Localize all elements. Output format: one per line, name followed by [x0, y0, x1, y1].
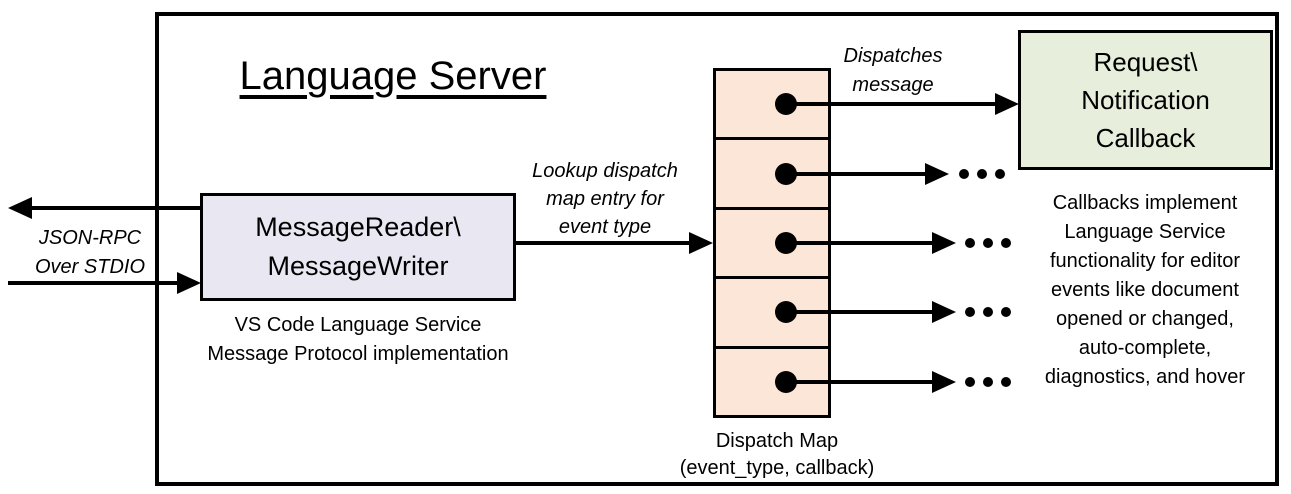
message-reader-writer-box: MessageReader\ MessageWriter: [200, 193, 516, 301]
diagram-title: Language Server: [239, 54, 547, 98]
reader-caption: VS Code Language Service Message Protoco…: [207, 314, 509, 365]
json-rpc-stdio-label: JSON-RPC Over STDIO: [34, 227, 145, 278]
request-notification-callback-box: Request\ Notification Callback: [1018, 30, 1273, 170]
dispatch-map: [713, 68, 831, 418]
dispatch-map-cell: [716, 348, 828, 415]
lookup-annotation: Lookup dispatch map entry for event type: [532, 160, 678, 238]
dispatch-map-cell: [716, 140, 828, 207]
language-server-boundary: [155, 12, 1279, 486]
dispatch-map-cell: [716, 279, 828, 346]
dispatch-map-cell: [716, 71, 828, 138]
dispatch-map-cell: [716, 209, 828, 277]
dispatches-annotation: Dispatches message: [843, 45, 943, 96]
callbacks-note: Callbacks implement Language Service fun…: [1044, 192, 1246, 388]
dispatch-map-caption: Dispatch Map (event_type, callback): [679, 430, 875, 479]
